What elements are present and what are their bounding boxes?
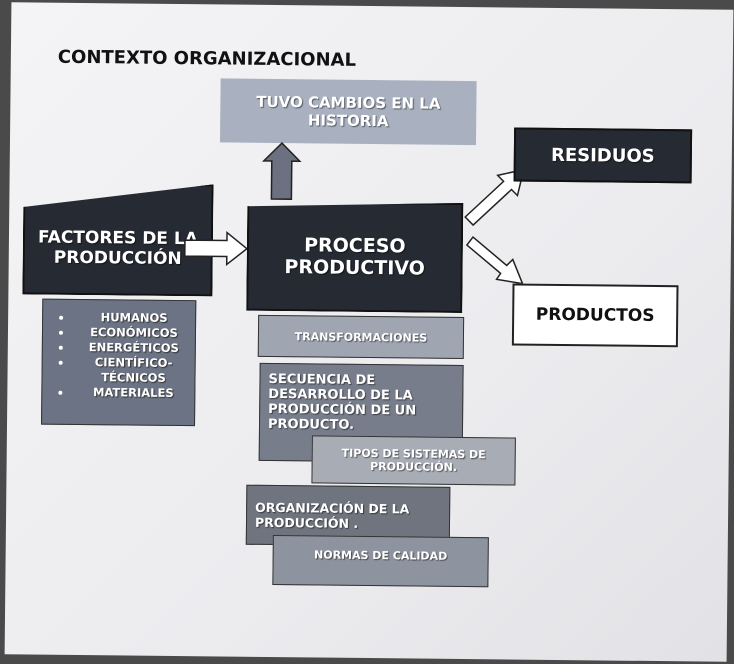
history-box: TUVO CAMBIOS EN LA HISTORIA bbox=[219, 78, 477, 146]
sequence-label: SECUENCIA DE DESARROLLO DE LA PRODUCCIÓN… bbox=[267, 371, 417, 433]
waste-label: RESIDUOS bbox=[550, 144, 655, 167]
diagram-title: CONTEXTO ORGANIZACIONAL bbox=[57, 46, 357, 71]
factor-item: ENERGÉTICOS bbox=[73, 340, 195, 356]
process-box: PROCESO PRODUCTIVO bbox=[246, 201, 463, 313]
transformations-label: TRANSFORMACIONES bbox=[294, 329, 428, 345]
factors-list-box: HUMANOS ECONÓMICOS ENERGÉTICOS CIENTÍFIC… bbox=[41, 298, 197, 427]
diagonal-arrow-down-icon bbox=[465, 236, 524, 285]
systems-box: TIPOS DE SISTEMAS DE PRODUCCIÓN. bbox=[311, 435, 516, 486]
factor-item: ECONÓMICOS bbox=[73, 325, 195, 341]
quality-label: NORMAS DE CALIDAD bbox=[314, 548, 448, 563]
quality-box: NORMAS DE CALIDAD bbox=[272, 535, 489, 588]
history-label: TUVO CAMBIOS EN LA HISTORIA bbox=[256, 92, 441, 131]
products-label: PRODUCTOS bbox=[535, 304, 655, 326]
factor-item: HUMANOS bbox=[73, 310, 195, 326]
systems-label: TIPOS DE SISTEMAS DE PRODUCCIÓN. bbox=[341, 446, 486, 474]
waste-box: RESIDUOS bbox=[513, 127, 693, 184]
right-arrow-icon bbox=[184, 230, 249, 267]
process-label: PROCESO PRODUCTIVO bbox=[284, 234, 425, 280]
transformations-box: TRANSFORMACIONES bbox=[257, 314, 465, 359]
factors-list: HUMANOS ECONÓMICOS ENERGÉTICOS CIENTÍFIC… bbox=[42, 310, 195, 402]
factor-item: MATERIALES bbox=[72, 385, 194, 401]
slide: CONTEXTO ORGANIZACIONAL TUVO CAMBIOS EN … bbox=[4, 2, 734, 662]
factors-label: FACTORES DE LA PRODUCCIÓN bbox=[37, 227, 198, 270]
products-box: PRODUCTOS bbox=[511, 283, 679, 348]
diagonal-arrow-up-icon bbox=[464, 168, 525, 227]
factor-item: CIENTÍFICO-TÉCNICOS bbox=[72, 355, 194, 386]
up-arrow-icon bbox=[261, 142, 302, 200]
organization-label: ORGANIZACIÓN DE LA PRODUCCIÓN . bbox=[254, 499, 410, 531]
